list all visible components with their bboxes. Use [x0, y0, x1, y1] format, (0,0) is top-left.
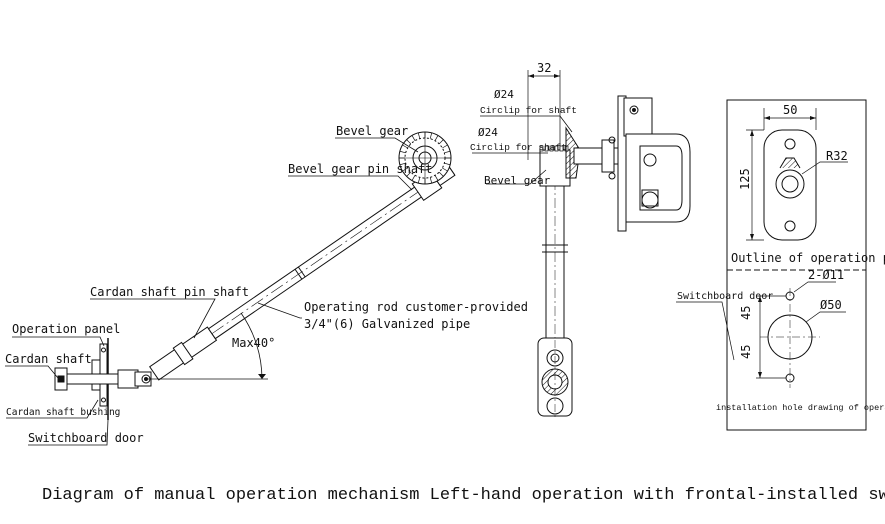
label-right-switchboard-door: Switchboard door	[677, 291, 773, 302]
dim-32: 32	[537, 61, 551, 75]
gear-tooth	[549, 145, 554, 152]
gear-tooth	[444, 150, 451, 154]
diagram-caption: Diagram of manual operation mechanism Le…	[42, 486, 885, 505]
label-operation-panel: Operation panel	[12, 322, 120, 336]
gear-tooth	[434, 135, 439, 141]
dim-45-bottom: 45	[739, 345, 753, 359]
label-bevel-gear-pin-shaft: Bevel gear pin shaft	[288, 162, 433, 176]
middle-handle	[537, 337, 573, 420]
dim-45-top: 45	[739, 306, 753, 320]
gear-tooth	[539, 145, 544, 152]
gear-tooth	[402, 167, 408, 172]
gear-tooth	[402, 144, 408, 149]
middle-view	[472, 70, 691, 420]
label-install-hole-drawing: installation hole drawing of operation p…	[716, 403, 885, 413]
label-cardan-shaft-pin-shaft: Cardan shaft pin shaft	[90, 285, 249, 299]
label-switchboard-door: Switchboard door	[28, 431, 144, 445]
installation-holes	[676, 281, 846, 388]
label-cardan-shaft: Cardan shaft	[5, 352, 92, 366]
label-outline-panel: Outline of operation panel	[731, 251, 885, 265]
dim-125: 125	[738, 168, 752, 190]
label-galvanized-pipe: 3/4"(6) Galvanized pipe	[304, 317, 470, 331]
gear-tooth	[438, 171, 444, 177]
dim-r32: R32	[826, 149, 848, 163]
gear-tooth	[417, 132, 421, 139]
gear-tooth	[429, 132, 433, 139]
gear-tooth	[434, 175, 439, 181]
label-dia24-top: Ø24	[494, 88, 514, 101]
label-max-angle: Max40°	[232, 336, 275, 350]
gear-tooth	[438, 139, 444, 145]
gear-tooth	[406, 139, 412, 145]
operation-panel-outline	[763, 129, 817, 241]
label-bevel-gear: Bevel gear	[336, 124, 408, 138]
gear-tooth	[554, 145, 559, 152]
dim-2-dia11: 2-Ø11	[808, 268, 844, 282]
right-view	[676, 99, 867, 431]
gear-tooth	[417, 177, 421, 184]
gear-tooth	[399, 150, 406, 154]
gear-tooth	[444, 162, 451, 166]
dim-dia50: Ø50	[820, 298, 842, 312]
gear-tooth	[559, 145, 564, 152]
left-view	[5, 131, 456, 446]
gear-tooth	[429, 177, 433, 184]
gear-tooth	[406, 171, 412, 177]
label-dia24-mid: Ø24	[478, 126, 498, 139]
gear-tooth	[442, 144, 448, 149]
gear-tooth	[411, 175, 416, 181]
label-operating-rod: Operating rod customer-provided	[304, 300, 528, 314]
label-middle-bevel-gear: Bevel gear	[484, 174, 551, 187]
dim-50: 50	[783, 103, 797, 117]
gear-tooth	[442, 167, 448, 172]
label-cardan-shaft-bushing: Cardan shaft bushing	[6, 407, 120, 418]
gear-tooth	[544, 145, 549, 152]
label-circlip-top: Circlip for shaft	[480, 105, 577, 116]
gear-tooth	[399, 162, 406, 166]
operating-rod	[149, 162, 456, 381]
gear-tooth	[411, 135, 416, 141]
right-view-frame	[726, 99, 867, 431]
max-angle-arc	[240, 312, 263, 380]
label-circlip-mid: Circlip for shaft	[470, 142, 567, 153]
